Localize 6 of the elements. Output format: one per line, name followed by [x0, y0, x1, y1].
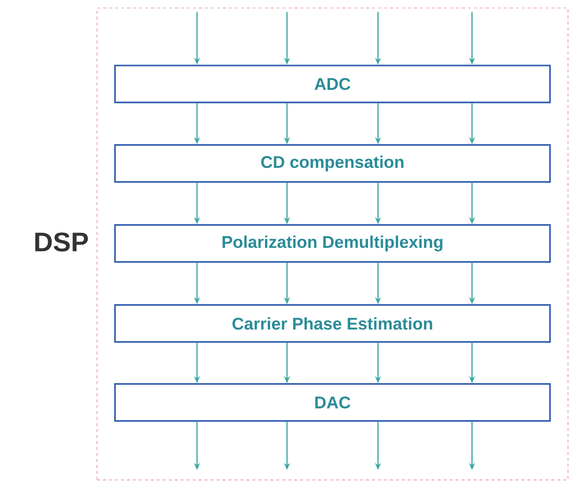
process-box: ADC: [114, 64, 551, 104]
node-label: DSP: [35, 232, 88, 252]
process-box: Polarization Demultiplexing: [114, 224, 551, 263]
process-box: Carrier Phase Estimation: [114, 304, 551, 343]
process-box: DAC: [114, 383, 551, 422]
process-box: CD compensation: [114, 144, 551, 183]
